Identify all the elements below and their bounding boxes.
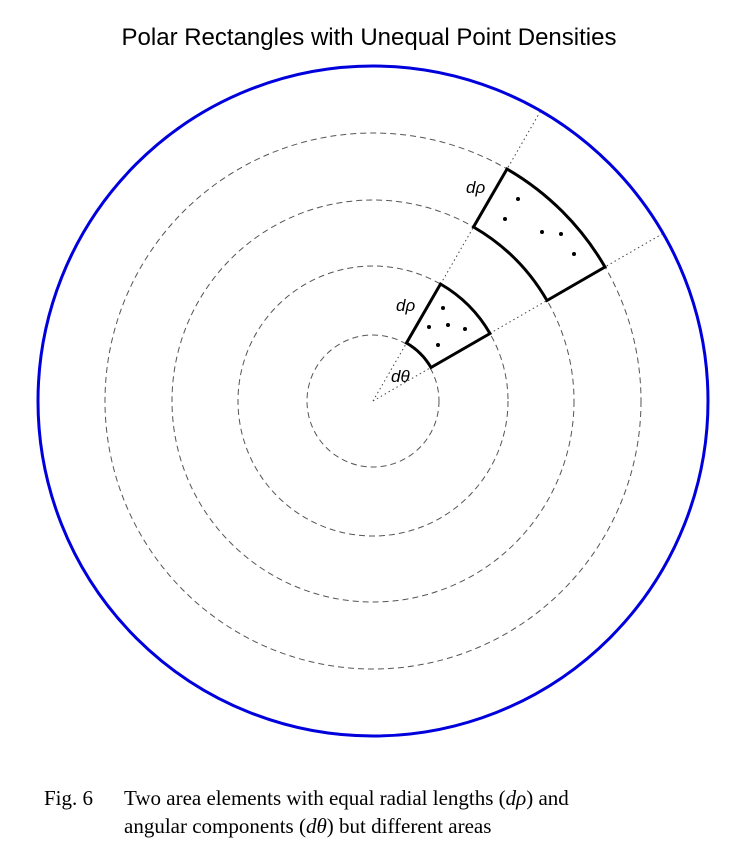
outer-boundary-circle [36, 64, 710, 738]
caption-line-2: angular components (dθ) but different ar… [44, 812, 724, 840]
caption-text-2b: ) but different areas [326, 814, 492, 838]
dashed-circle-4 [104, 132, 642, 670]
inner-drho-label: dρ [396, 296, 415, 315]
dashed-circle-3 [171, 199, 575, 603]
outer-element-points [503, 197, 576, 256]
figure-number: Fig. 6 [44, 786, 94, 810]
caption-line-1: Fig. 6 Two area elements with equal radia… [44, 784, 724, 812]
inner-element-points [427, 306, 467, 347]
caption-text-2a: angular components ( [124, 814, 306, 838]
outer-area-element [471, 166, 608, 303]
figure-caption: Fig. 6 Two area elements with equal radia… [44, 784, 724, 840]
caption-math-dtheta: dθ [305, 814, 327, 838]
diagram-title: Polar Rectangles with Unequal Point Dens… [121, 24, 617, 51]
dashed-circle-1 [306, 334, 440, 468]
dashed-circle-2 [237, 265, 509, 537]
radial-ray-upper [372, 111, 541, 402]
polar-diagram: dρ dρ dθ [36, 64, 710, 738]
caption-text-1a: Two area elements with equal radial leng… [124, 786, 506, 810]
outer-drho-label: dρ [466, 178, 485, 197]
caption-math-drho: dρ [505, 786, 527, 810]
dtheta-label: dθ [391, 367, 410, 386]
radial-ray-lower [372, 233, 663, 402]
caption-text-1b: ) and [526, 786, 569, 810]
inner-area-element [404, 281, 493, 370]
